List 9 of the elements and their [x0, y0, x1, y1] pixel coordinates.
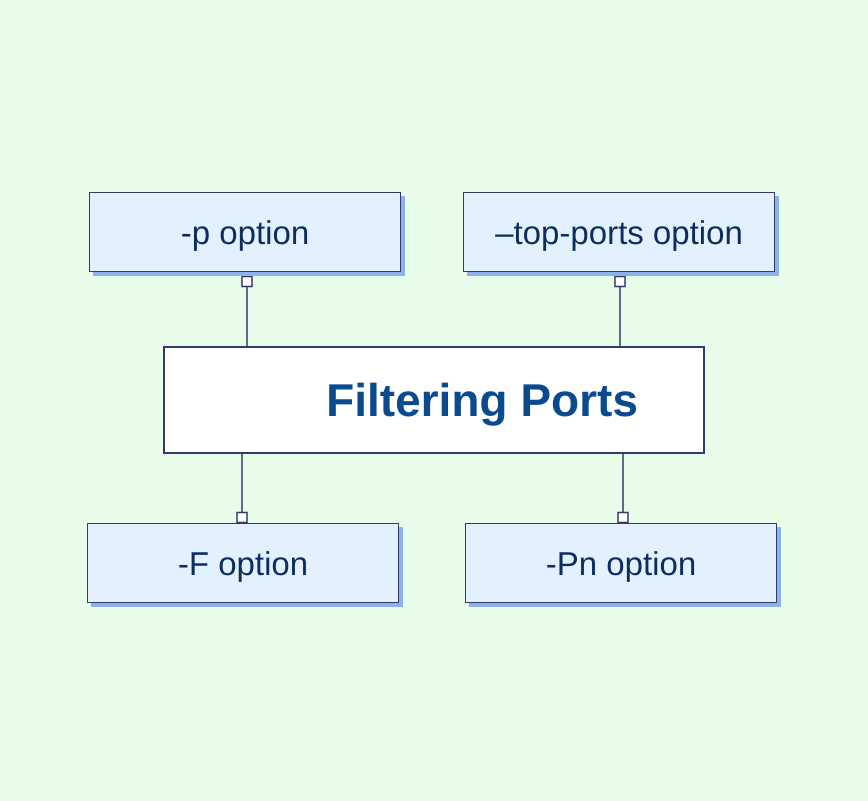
connector-line: [614, 276, 626, 346]
option-label: -F option: [178, 546, 308, 580]
title-box: [163, 346, 705, 454]
connector-line: [236, 454, 248, 524]
option-label: –top-ports option: [495, 216, 743, 248]
option-label: -p option: [180, 216, 310, 248]
option-label: -Pn option: [546, 546, 696, 580]
connector-line: [617, 454, 629, 524]
connector-line: [241, 276, 253, 346]
